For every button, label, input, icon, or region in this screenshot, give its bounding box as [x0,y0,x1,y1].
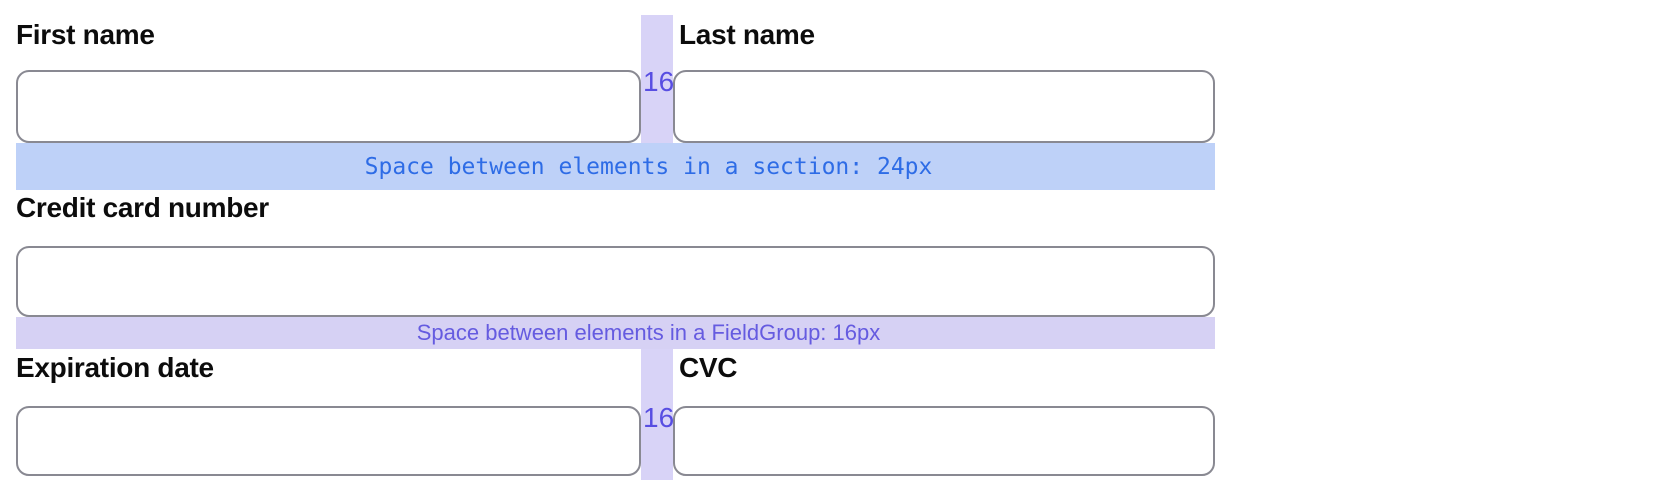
credit-card-number-input[interactable] [16,246,1215,317]
first-name-input[interactable] [16,70,641,143]
cvc-input[interactable] [673,406,1215,476]
section-spacing-highlight: Space between elements in a section: 24p… [16,143,1215,190]
last-name-input[interactable] [673,70,1215,143]
section-spacing-label: Space between elements in a section: 24p… [364,153,933,180]
column-gap-highlight-row3 [641,349,673,480]
fieldgroup-spacing-label: Space between elements in a FieldGroup: … [416,320,881,345]
expiration-date-input[interactable] [16,406,641,476]
last-name-label: Last name [679,19,815,50]
column-gap-label-row3: 16 [643,402,675,433]
credit-card-number-label: Credit card number [16,192,269,223]
expiration-date-label: Expiration date [16,352,214,383]
fieldgroup-spacing-highlight: Space between elements in a FieldGroup: … [16,317,1215,349]
cvc-label: CVC [679,352,738,383]
column-gap-label-row1: 16 [643,66,675,97]
first-name-label: First name [16,19,155,50]
column-gap-highlight-row1 [641,15,673,143]
